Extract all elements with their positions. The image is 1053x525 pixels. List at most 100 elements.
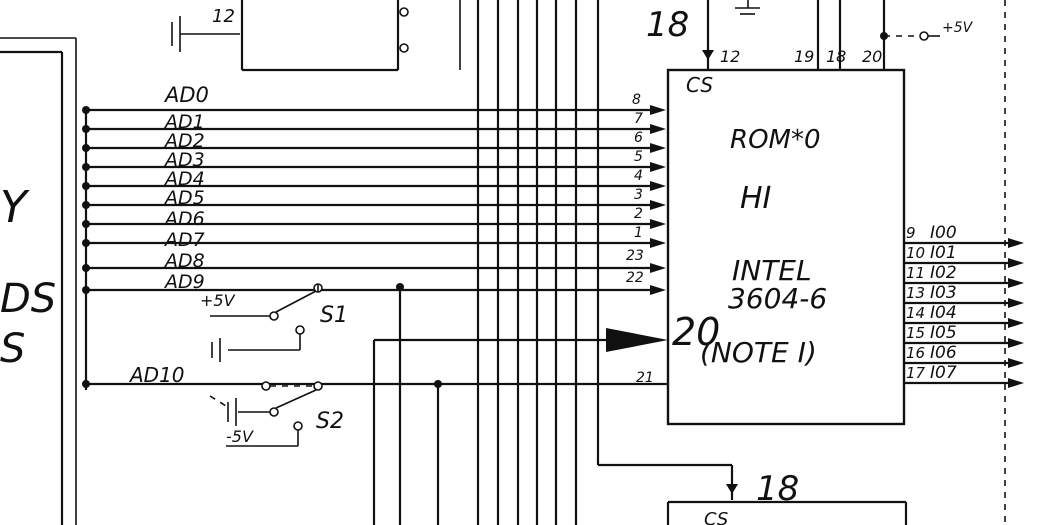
- out-pin-9: 9: [906, 224, 916, 242]
- address-arrow-1: [650, 124, 666, 134]
- left-pin-7: 7: [634, 111, 643, 127]
- chip-vendor: INTEL: [732, 254, 812, 287]
- s1-label: S1: [320, 303, 348, 328]
- bottom-chip: [666, 500, 908, 525]
- label-ad6: AD6: [163, 208, 205, 230]
- out-label-i05: I05: [930, 323, 957, 343]
- out-pin-11: 11: [906, 264, 925, 282]
- left-pin-6: 6: [634, 130, 643, 146]
- chip-output-lines: [904, 238, 1024, 388]
- out-label-i03: I03: [930, 283, 957, 303]
- upper-small-chip: [240, 0, 409, 72]
- chip-top-pins: [702, 0, 940, 70]
- junction-dot: [396, 283, 404, 291]
- junction-dot: [82, 380, 90, 388]
- chip-cs-label: CS: [686, 73, 713, 97]
- chip-left-pin-numbers: 8 7 6 5 4 3 2 1 23 22: [626, 92, 644, 286]
- left-pin-2: 2: [634, 206, 643, 222]
- pin-20-label: 20: [672, 310, 720, 354]
- chip-note: (NOTE I): [700, 336, 817, 369]
- switch-s1: [210, 283, 323, 362]
- left-fragment-y: Y: [0, 182, 30, 233]
- pin-12-label-top: 12: [212, 6, 235, 27]
- left-pin-1: 1: [634, 225, 643, 241]
- chip-part: 3604-6: [728, 282, 827, 315]
- out-pin-17: 17: [906, 364, 926, 382]
- out-pin-15: 15: [906, 324, 925, 342]
- bottom-cs-arrow: [726, 484, 738, 494]
- out-label-i06: I06: [930, 343, 957, 363]
- junction-dot: [82, 163, 90, 171]
- address-arrow-9: [650, 285, 666, 295]
- out-label-i02: I02: [930, 263, 957, 283]
- out-label-i04: I04: [930, 303, 957, 323]
- left-pin-4: 4: [634, 168, 643, 184]
- address-arrow-8: [650, 263, 666, 273]
- junction-dot: [82, 286, 90, 294]
- output-arrow-7: [1008, 378, 1024, 388]
- junction-dot: [82, 264, 90, 272]
- address-arrow-6: [650, 219, 666, 229]
- top-supply-label: +5V: [942, 20, 974, 36]
- out-pin-14: 14: [906, 304, 925, 322]
- left-pin-22: 22: [626, 270, 644, 286]
- junction-dot: [82, 125, 90, 133]
- address-arrow-0: [650, 105, 666, 115]
- left-pin-23: 23: [626, 248, 644, 264]
- pin-21-label: 21: [636, 370, 654, 386]
- left-fragment-s: S: [0, 326, 25, 372]
- address-line-labels: AD0 AD1 AD2 AD3 AD4 AD5 AD6 AD7 AD8 AD9: [163, 83, 209, 293]
- number-18-top: 18: [646, 5, 689, 45]
- label-ad10: AD10: [128, 363, 185, 387]
- chip-output-labels: 9 I00 10 I01 11 I02 13 I03 14 I04 15 I05…: [906, 223, 957, 383]
- out-label-i00: I00: [930, 223, 957, 243]
- top-pin-18: 18: [826, 47, 846, 66]
- chip-sub: HI: [740, 181, 772, 216]
- address-arrow-3: [650, 162, 666, 172]
- s1-supply-label: +5V: [200, 291, 236, 310]
- out-label-i01: I01: [930, 243, 957, 263]
- s2-supply-label: -5V: [226, 427, 254, 446]
- junction-dot: [82, 182, 90, 190]
- label-ad5: AD5: [163, 187, 205, 209]
- top-pin-19: 19: [794, 47, 814, 66]
- middle-bus-lines: [372, 0, 734, 525]
- junction-dot: [82, 106, 90, 114]
- s2-label: S2: [316, 409, 344, 434]
- junction-dot: [82, 220, 90, 228]
- left-pin-8: 8: [632, 92, 641, 108]
- label-ad3: AD3: [163, 149, 205, 171]
- output-arrow-5: [1008, 338, 1024, 348]
- out-pin-13: 13: [906, 284, 925, 302]
- chip-name: ROM*0: [730, 125, 821, 155]
- output-arrow-4: [1008, 318, 1024, 328]
- left-chip-outline: [0, 37, 77, 525]
- output-arrow-2: [1008, 278, 1024, 288]
- output-arrow-3: [1008, 298, 1024, 308]
- label-ad9: AD9: [163, 271, 205, 293]
- top-pin-12: 12: [720, 47, 740, 66]
- output-arrow-1: [1008, 258, 1024, 268]
- capacitor-symbol-top: [171, 16, 240, 52]
- label-ad7: AD7: [163, 229, 205, 251]
- rom-chip: [666, 68, 906, 426]
- junction-dot: [82, 239, 90, 247]
- address-arrow-7: [650, 238, 666, 248]
- out-label-i07: I07: [930, 363, 957, 383]
- address-arrow-4: [650, 181, 666, 191]
- junction-dot: [82, 144, 90, 152]
- out-pin-16: 16: [906, 344, 925, 362]
- out-pin-10: 10: [906, 244, 925, 262]
- label-ad4: AD4: [163, 168, 205, 190]
- address-arrow-5: [650, 200, 666, 210]
- bottom-chip-cs: CS: [704, 509, 728, 525]
- left-pin-5: 5: [634, 149, 643, 165]
- label-ad0: AD0: [163, 83, 209, 107]
- label-ad8: AD8: [163, 250, 205, 272]
- switch-s2: [200, 381, 323, 447]
- label-ad2: AD2: [163, 130, 205, 152]
- arrow-pin-20: [606, 328, 668, 352]
- address-arrow-2: [650, 143, 666, 153]
- output-arrow-6: [1008, 358, 1024, 368]
